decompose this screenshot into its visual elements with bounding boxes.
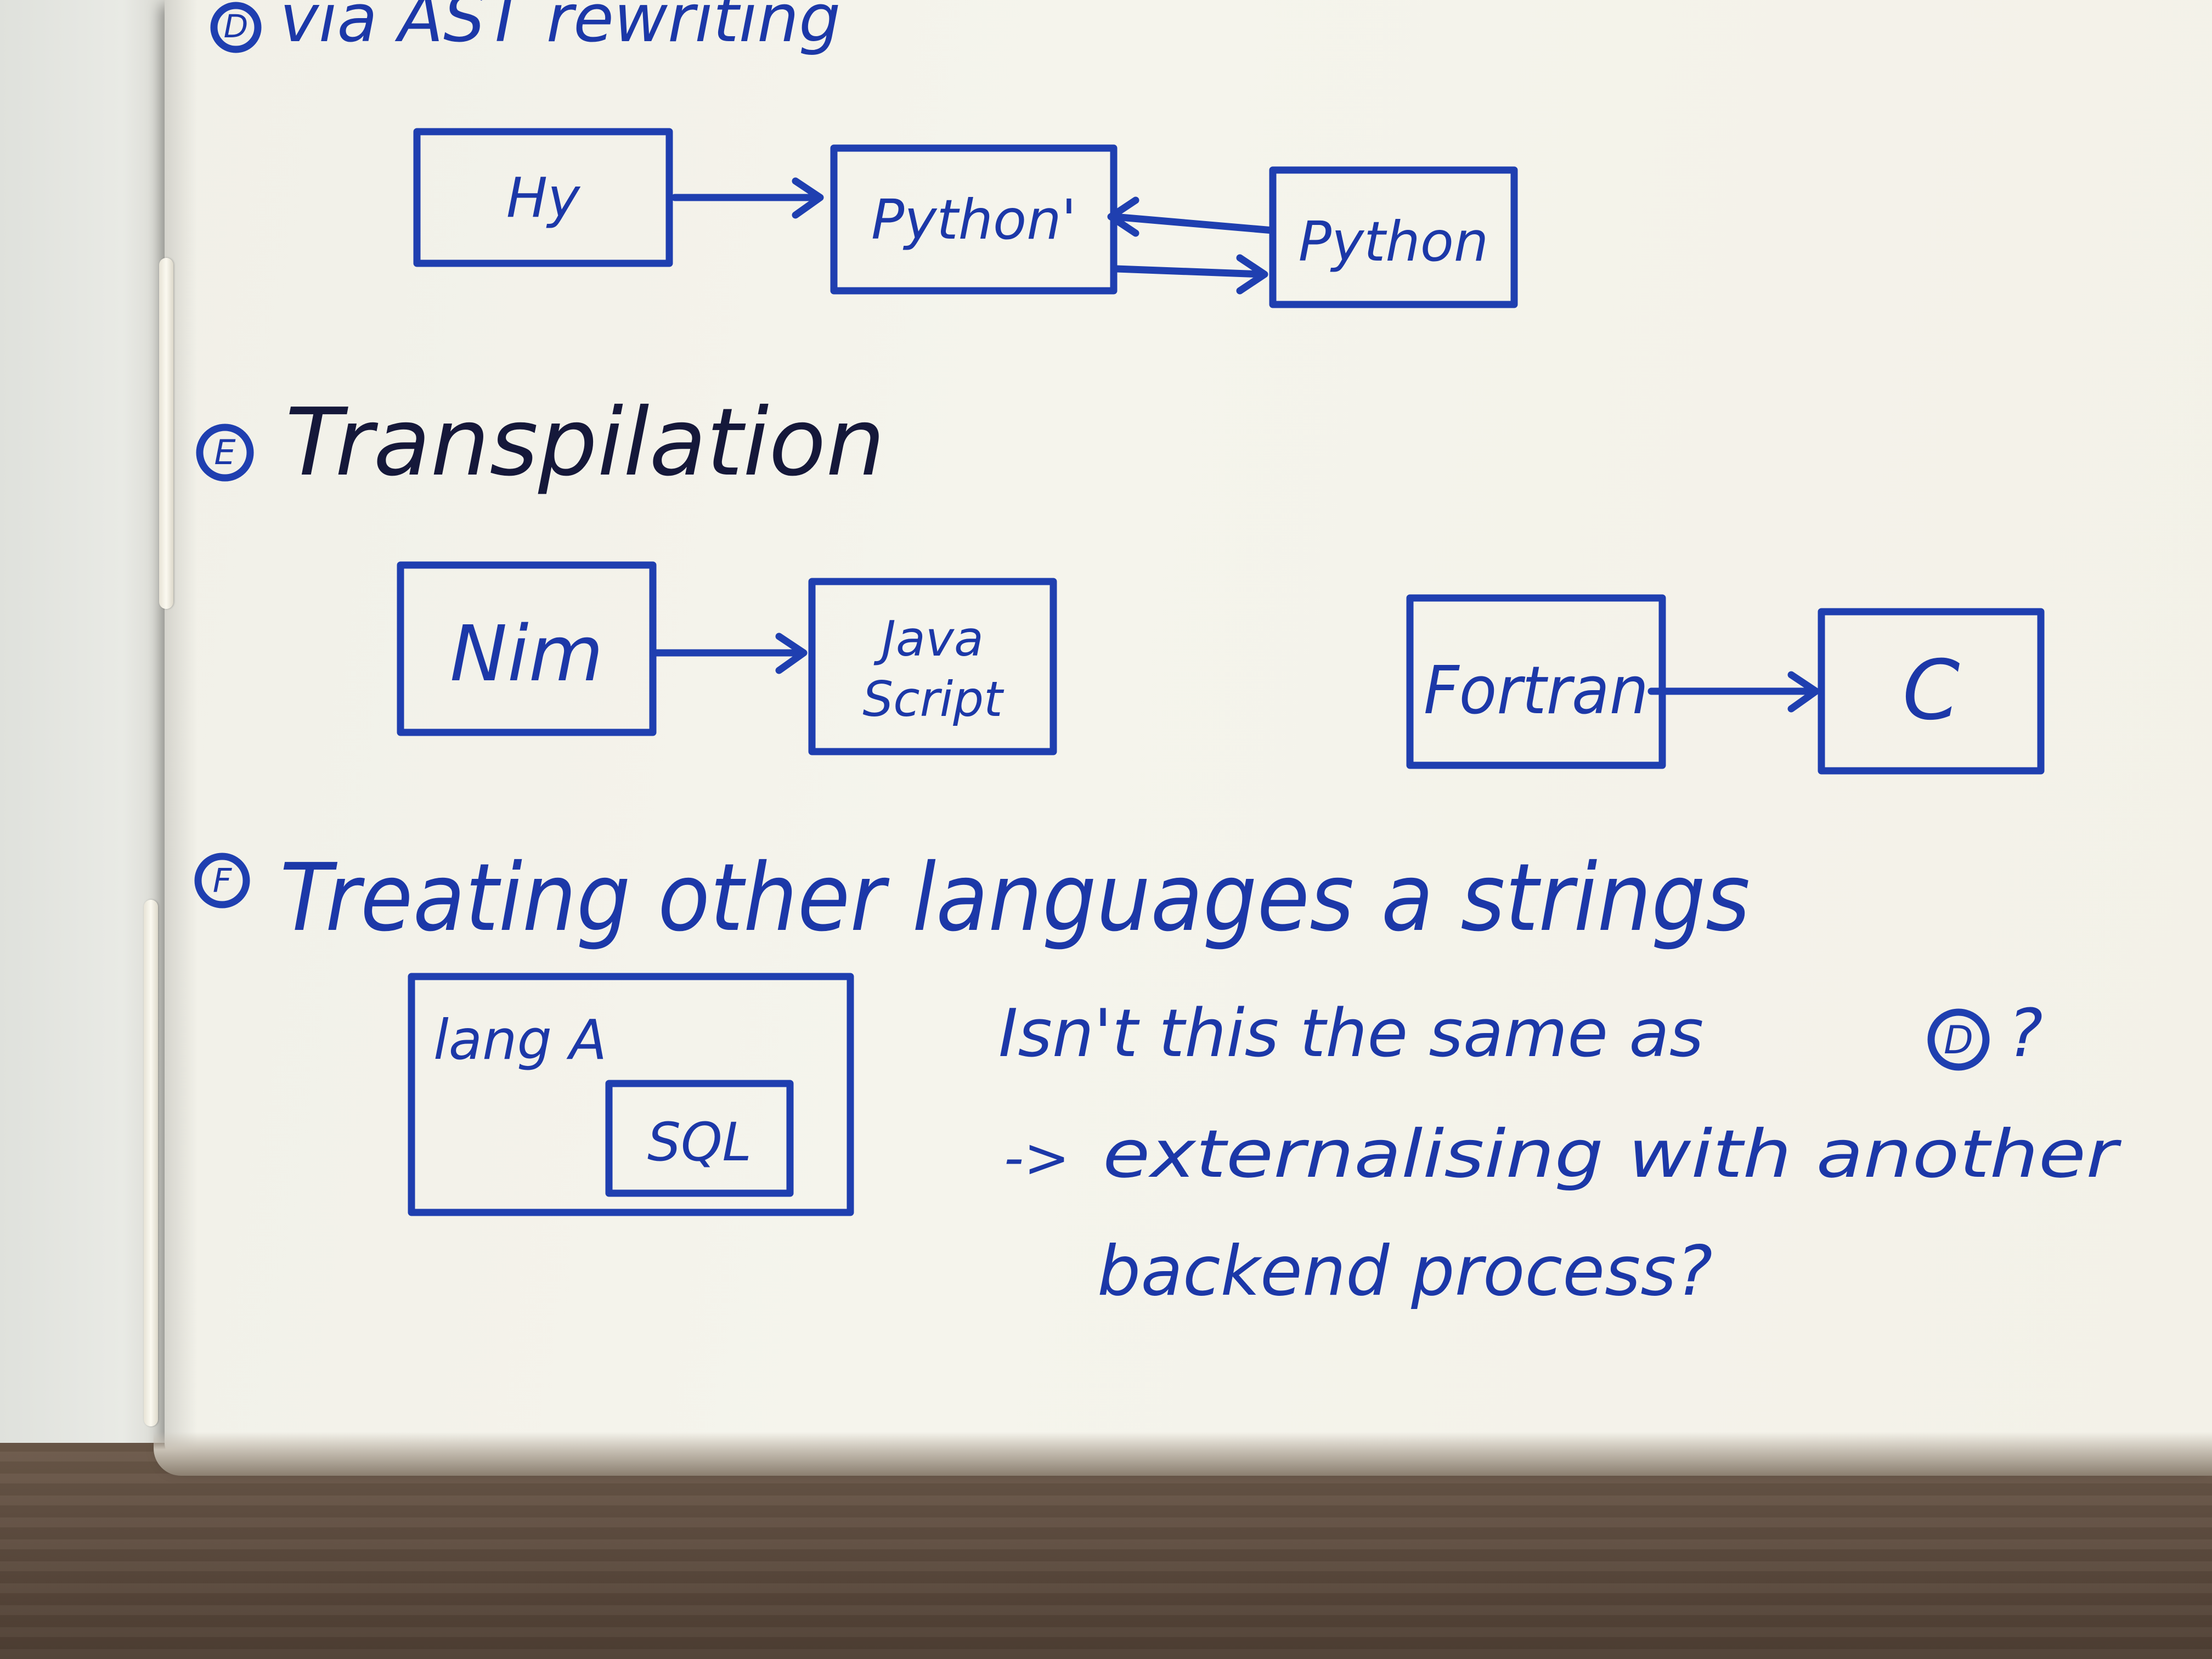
binding-thread-lower: [144, 900, 158, 1426]
c-label: C: [1903, 643, 1960, 738]
python-prime-to-python-arrow: [1113, 254, 1268, 295]
hy-to-python-prime-arrow: [671, 177, 824, 219]
javascript-box: [808, 578, 1057, 755]
section-f: F Treating other languages a strings lan…: [194, 844, 2122, 1311]
javascript-label-line2: Script: [862, 671, 1005, 727]
lang-a-label: lang A: [433, 1008, 607, 1072]
section-d-heading: via AST rewriting: [280, 0, 840, 57]
python-label: Python: [1299, 210, 1489, 274]
section-e-marker: E: [214, 432, 236, 472]
nim-label: Nim: [450, 610, 603, 699]
python-prime-label: Python': [871, 188, 1076, 252]
python-box: [1269, 166, 1518, 308]
note-ref-circle: [1927, 1008, 1990, 1071]
fortran-box: [1406, 594, 1666, 769]
section-e-marker-circle: [196, 424, 254, 482]
section-f-marker: F: [213, 862, 233, 900]
spine-shadow: [165, 0, 198, 1465]
section-f-heading: Treating other languages a strings: [280, 844, 1750, 952]
c-box: [1818, 608, 2045, 775]
note-line2: externalising with another: [1103, 1116, 2122, 1193]
note-line2-arrow: ->: [1004, 1126, 1070, 1190]
hy-box: [413, 128, 673, 267]
python-to-python-prime-arrow: [1107, 196, 1277, 237]
javascript-label-line1: Java: [873, 611, 984, 667]
section-f-marker-circle: [194, 853, 250, 909]
fortran-to-c-arrow: [1647, 671, 1820, 713]
binding-thread-upper: [159, 258, 173, 609]
section-d: D via AST rewriting Hy Python' Python: [210, 0, 1518, 308]
section-e-heading: Transpilation: [285, 388, 885, 497]
section-d-marker-circle: [210, 2, 262, 53]
nim-box: [397, 561, 657, 736]
sql-label: SQL: [647, 1111, 752, 1173]
note-line1: Isn't this the same as: [998, 996, 1703, 1072]
note-line1-ref: D: [1944, 1018, 1973, 1063]
lang-a-box: [408, 973, 854, 1216]
section-d-marker: D: [224, 8, 249, 45]
sql-box: [605, 1080, 794, 1197]
note-line3: backend process?: [1097, 1232, 1713, 1311]
nim-to-javascript-arrow: [649, 633, 808, 674]
page-edge: [154, 1432, 2212, 1476]
fortran-label: Fortran: [1424, 653, 1649, 729]
section-e: E Transpilation Nim Java Script Fortran …: [196, 388, 2045, 775]
hy-label: Hy: [506, 166, 581, 230]
note-line1-end: ?: [2008, 996, 2043, 1072]
